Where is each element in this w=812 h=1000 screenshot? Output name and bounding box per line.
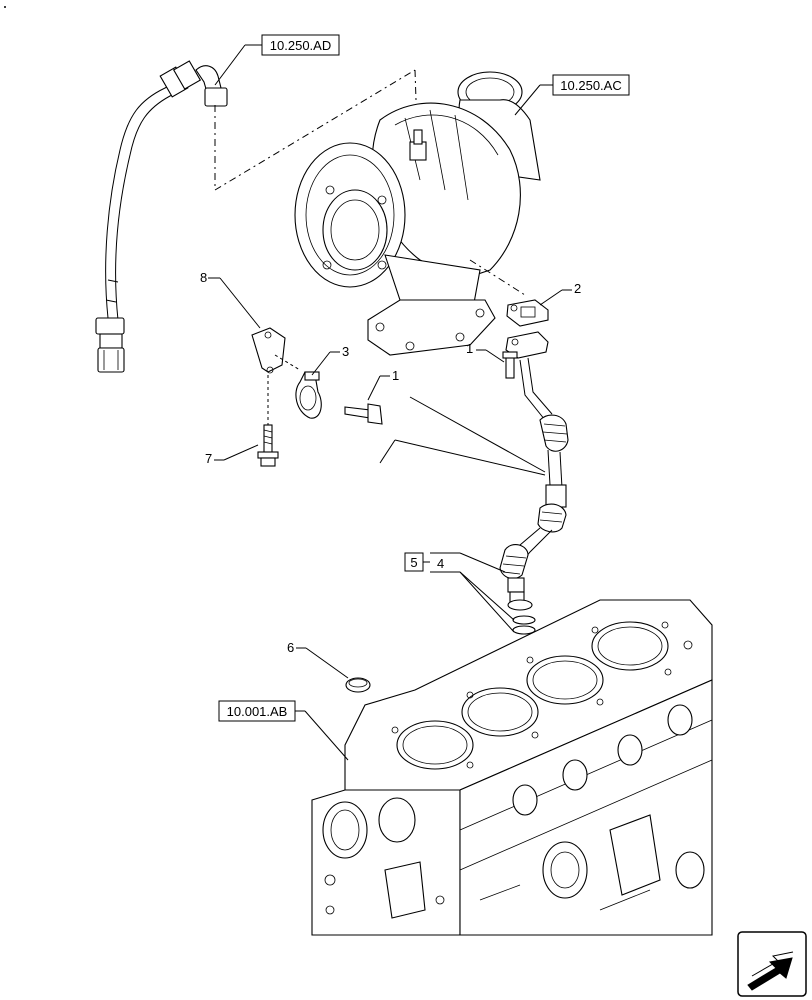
callout-7: 7	[205, 451, 212, 466]
bolt-upper	[502, 351, 518, 379]
leader	[485, 349, 505, 363]
leader	[367, 375, 381, 401]
clip-leader-3	[379, 439, 396, 464]
leader	[514, 84, 541, 116]
leader	[219, 277, 261, 329]
clip-leader-1	[409, 396, 546, 473]
engine-block	[311, 599, 713, 936]
callout-4: 4	[437, 556, 444, 571]
oil-return-pipe	[499, 331, 569, 611]
bracket-clamp-guide	[274, 354, 301, 371]
ref-text-turbocharger: 10.250.AC	[560, 78, 621, 93]
turbocharger	[294, 71, 541, 356]
clamp	[295, 371, 322, 419]
callout-1-middle: 1	[392, 368, 399, 383]
ref-box-turbocharger[interactable]: 10.250.AC	[552, 74, 630, 96]
plug	[345, 677, 371, 693]
arrow-outline	[751, 951, 794, 977]
callout-2: 2	[574, 281, 581, 296]
bracket	[251, 327, 286, 374]
leader	[459, 571, 515, 621]
callout-6: 6	[287, 640, 294, 655]
leader	[539, 289, 563, 306]
ref-box-engine-block[interactable]: 10.001.AB	[218, 700, 296, 722]
leader	[305, 647, 349, 679]
callout-box-5[interactable]: 5	[404, 552, 424, 572]
callout-5: 5	[410, 555, 417, 570]
leader	[214, 44, 246, 86]
callout-1-upper: 1	[466, 341, 473, 356]
ref-text-turbo-oil-supply: 10.250.AD	[270, 38, 331, 53]
leader	[223, 444, 259, 461]
leader	[304, 710, 349, 761]
corner-dot	[4, 6, 6, 8]
bolt-middle	[344, 403, 383, 425]
arrow-shape	[747, 957, 793, 991]
gasket	[506, 299, 549, 327]
clip-leader-2	[394, 439, 546, 476]
callout-8: 8	[200, 270, 207, 285]
o-rings	[512, 615, 536, 635]
callout-3: 3	[342, 344, 349, 359]
leader	[459, 571, 515, 633]
oil-supply-pipe	[95, 60, 228, 373]
ref-box-turbo-oil-supply[interactable]: 10.250.AD	[261, 34, 340, 56]
turbo-to-gasket-guide	[469, 259, 526, 296]
leader	[459, 552, 506, 573]
bolt-lower	[257, 424, 279, 467]
next-page-arrow-icon[interactable]	[737, 931, 807, 997]
ref-text-engine-block: 10.001.AB	[227, 704, 288, 719]
assembly-guide-line	[214, 69, 416, 191]
leader	[311, 351, 331, 376]
